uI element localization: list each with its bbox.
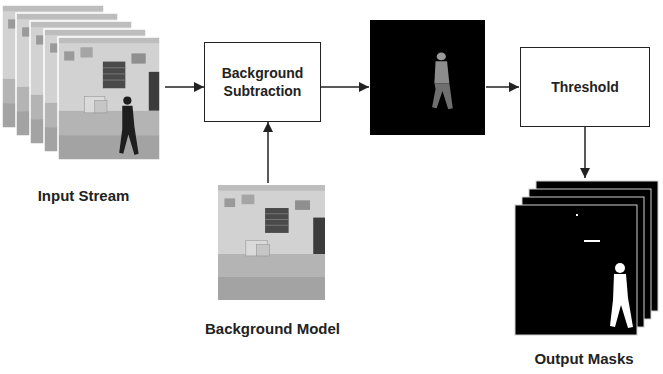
difference-image xyxy=(370,20,485,135)
person-head xyxy=(437,53,446,61)
frame-border xyxy=(58,37,160,160)
front-frame xyxy=(58,37,160,160)
noise-dash xyxy=(584,240,600,242)
noise-dot xyxy=(576,214,578,216)
mask-frame xyxy=(515,205,637,335)
person-body xyxy=(119,106,138,155)
image-node: Input Stream xyxy=(2,5,165,205)
flow-arrow xyxy=(321,86,369,88)
mask-person xyxy=(610,274,633,328)
person-legs xyxy=(432,83,453,109)
background-image xyxy=(218,185,325,300)
image-caption: Output Masks xyxy=(532,349,635,369)
box-label: Background Subtraction xyxy=(213,64,312,100)
flow-arrow xyxy=(584,127,586,178)
image-caption: Input Stream xyxy=(36,186,132,206)
image-node: Background Model xyxy=(200,183,345,338)
person-body xyxy=(434,61,449,83)
dark-ground xyxy=(370,20,485,135)
output-mask-stack xyxy=(515,181,658,335)
process-box: Threshold xyxy=(520,47,650,127)
flow-arrow xyxy=(486,86,519,88)
image-caption: Background Model xyxy=(203,319,342,339)
person-head xyxy=(123,96,131,104)
flow-arrow xyxy=(267,122,269,183)
box-label: Threshold xyxy=(551,78,619,96)
flow-arrow xyxy=(165,86,204,88)
video-frame xyxy=(58,37,160,160)
input-frame-stack xyxy=(2,5,160,160)
mask-head xyxy=(615,263,625,273)
process-box: Background Subtraction xyxy=(204,42,321,122)
image-node: Output Masks xyxy=(508,178,660,368)
